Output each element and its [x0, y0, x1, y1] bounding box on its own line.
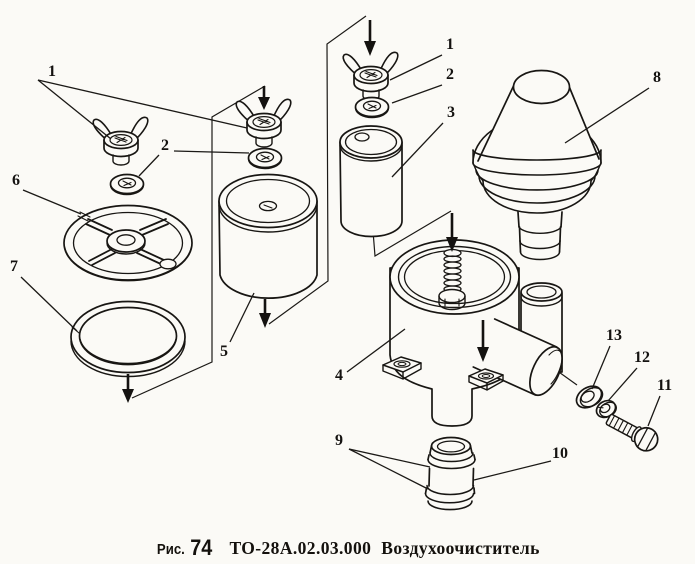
- part-stud-spring: [438, 248, 466, 311]
- leader-line: [138, 154, 160, 177]
- leader-line: [591, 345, 611, 390]
- leader-line: [173, 150, 250, 154]
- part-mounting-bracket-left: [382, 356, 422, 380]
- part-number-label: 1: [446, 36, 454, 53]
- part-number-label: 12: [634, 349, 650, 366]
- part-number-label: 8: [653, 69, 661, 86]
- leader-line: [391, 84, 443, 104]
- callout-filter-housing: 4: [335, 328, 406, 384]
- leader-line: [37, 79, 248, 129]
- callout-safety-filter-element: 3: [391, 104, 455, 178]
- leader-line: [389, 54, 443, 81]
- part-washer-2-left: [109, 173, 145, 196]
- part-clamp-ring-7: [70, 300, 186, 378]
- callout-plain-washer: 13: [591, 327, 622, 390]
- leader-line: [391, 122, 444, 178]
- part-safety-filter-3: [339, 125, 403, 238]
- part-bolt-11: [605, 413, 659, 452]
- part-number-label: 1: [48, 63, 56, 80]
- callout-wing-nut: 1: [389, 36, 454, 81]
- figure-number: 74: [190, 535, 213, 560]
- part-number-label: 3: [447, 104, 455, 121]
- callout-rubber-connector-lower: 10: [473, 445, 568, 481]
- figure-title: Воздухоочиститель: [381, 538, 540, 558]
- callout-lock-washer: 12: [607, 349, 650, 402]
- part-number-label: 4: [335, 367, 343, 384]
- part-number-label: 2: [446, 66, 454, 83]
- leader-line: [37, 79, 112, 140]
- part-number-label: 13: [606, 327, 622, 344]
- part-number-label: 11: [657, 377, 672, 394]
- part-wing-nut-1-left: [92, 116, 149, 166]
- figure-caption: Рис.74 ТО-28А.02.03.000 Воздухоочиститель: [0, 535, 695, 561]
- part-washer-2-mid: [247, 147, 283, 170]
- part-number-label: 2: [161, 137, 169, 154]
- callout-precleaner-cap: 8: [564, 69, 661, 144]
- part-wing-nut-1-top: [342, 51, 399, 101]
- callout-main-filter-element: 5: [220, 292, 255, 360]
- callout-cover-plate: 6: [12, 172, 82, 215]
- part-mounting-bracket-right: [468, 368, 504, 391]
- leader-line: [20, 276, 78, 332]
- callout-flat-washer: 2: [391, 66, 454, 104]
- part-code: ТО-28А.02.03.000: [229, 538, 372, 558]
- part-number-label: 6: [12, 172, 20, 189]
- leader-line: [473, 460, 552, 481]
- callout-rubber-connector-upper: 9: [335, 432, 431, 490]
- leader-line: [564, 87, 650, 144]
- callout-flat-washer: 2: [138, 137, 250, 177]
- part-washer-2-top: [354, 96, 390, 119]
- leader-line: [348, 448, 431, 468]
- callout-clamp-ring: 7: [10, 258, 78, 332]
- part-rubber-connector-9-10: [424, 436, 476, 511]
- leader-line: [346, 328, 406, 373]
- callout-wing-nut: 1: [37, 63, 248, 140]
- part-number-label: 7: [10, 258, 18, 275]
- part-number-label: 5: [220, 343, 228, 360]
- caption-prefix: Рис.: [157, 541, 186, 558]
- part-number-label: 9: [335, 432, 343, 449]
- part-number-label: 10: [552, 445, 568, 462]
- leader-line: [229, 292, 255, 343]
- callout-bolt: 11: [647, 377, 672, 427]
- part-washer-13: [575, 385, 604, 409]
- part-precleaner-8: [472, 69, 602, 262]
- assembly-arrows: [122, 20, 489, 403]
- leader-line: [647, 395, 661, 427]
- leader-line: [607, 367, 638, 402]
- part-cover-plate-6: [63, 204, 193, 282]
- part-housing-4: [389, 239, 520, 427]
- leader-line: [22, 189, 82, 215]
- part-main-filter-5: [218, 173, 318, 300]
- leader-line: [348, 448, 429, 490]
